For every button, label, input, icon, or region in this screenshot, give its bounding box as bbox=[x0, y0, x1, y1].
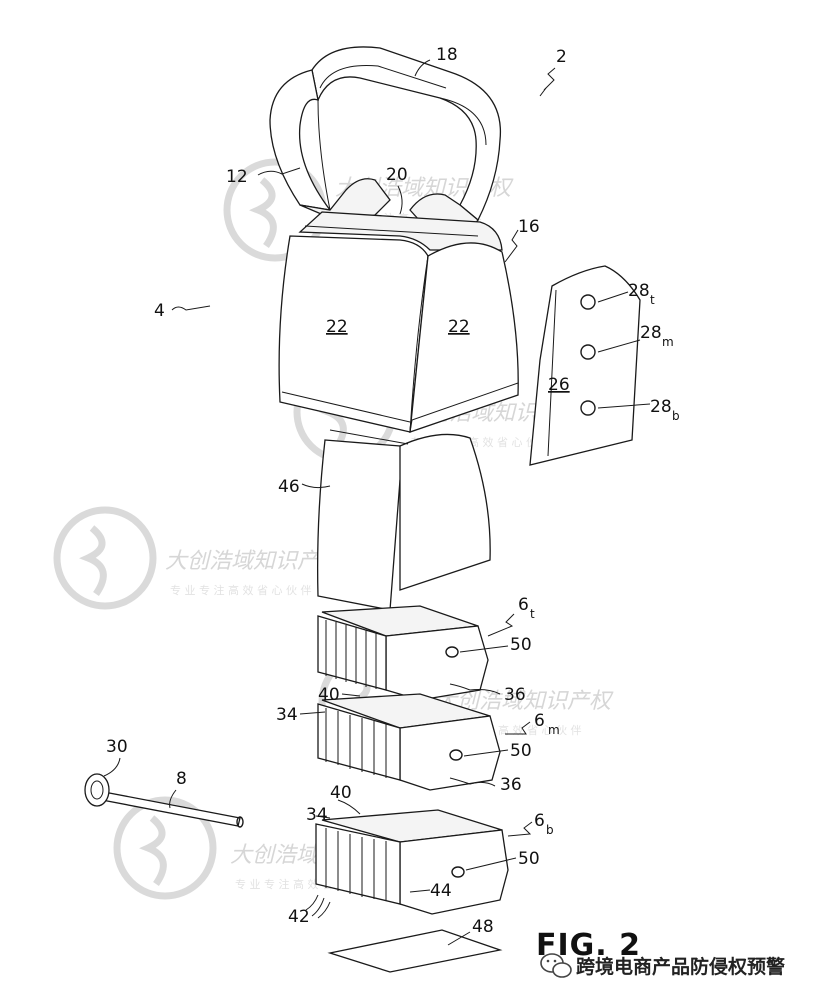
label-50-top: 50 bbox=[510, 635, 532, 655]
label-20: 20 bbox=[386, 165, 408, 185]
label-28t-sub: t bbox=[650, 293, 655, 307]
label-40-top: 40 bbox=[318, 685, 340, 705]
watermark-logo-icon bbox=[53, 506, 157, 610]
watermark-subtext: 专 业 专 注 高 效 省 心 伙 伴 bbox=[170, 583, 311, 597]
handle-part bbox=[269, 46, 502, 233]
footer-text: 跨境电商产品防侵权预警 bbox=[576, 955, 785, 978]
label-6m: 6 bbox=[534, 711, 545, 731]
label-28m-sub: m bbox=[662, 335, 674, 349]
label-6t: 6 bbox=[518, 595, 529, 615]
label-44: 44 bbox=[430, 881, 452, 901]
label-6b-sub: b bbox=[546, 823, 554, 837]
rod-part bbox=[84, 773, 244, 828]
label-36-middle: 36 bbox=[500, 775, 522, 795]
watermark-text: 大创浩域知识产权 bbox=[165, 549, 344, 574]
block-stack-top bbox=[317, 605, 489, 701]
block-stack-bottom-fins bbox=[325, 828, 387, 901]
watermark-logo-icon bbox=[113, 796, 217, 900]
label-28b-sub: b bbox=[672, 409, 680, 423]
block-stack-middle-fins bbox=[325, 708, 387, 778]
label-40-bottom: 40 bbox=[330, 783, 352, 803]
label-22-left: 22 bbox=[326, 317, 348, 337]
figure-caption: FIG. 2 bbox=[536, 928, 641, 963]
label-6m-sub: m bbox=[548, 723, 560, 737]
label-6b: 6 bbox=[534, 811, 545, 831]
label-28m: 28 bbox=[640, 323, 662, 343]
label-18: 18 bbox=[436, 45, 458, 65]
label-6t-sub: t bbox=[530, 607, 535, 621]
label-42: 42 bbox=[288, 907, 310, 927]
label-22-right: 22 bbox=[448, 317, 470, 337]
label-34-top: 34 bbox=[276, 705, 298, 725]
label-30: 30 bbox=[106, 737, 128, 757]
block-stack-bottom bbox=[315, 809, 509, 915]
label-2: 2 bbox=[556, 47, 567, 67]
label-4: 4 bbox=[154, 301, 165, 321]
label-34-bottom: 34 bbox=[306, 805, 328, 825]
label-50-middle: 50 bbox=[510, 741, 532, 761]
cap-part bbox=[278, 211, 519, 433]
block-stack-top-fins bbox=[325, 620, 377, 689]
label-28t: 28 bbox=[628, 281, 650, 301]
label-26: 26 bbox=[548, 375, 570, 395]
label-36-top: 36 bbox=[504, 685, 526, 705]
label-50-bottom: 50 bbox=[518, 849, 540, 869]
reference-labels: 18 2 12 20 16 4 22 22 26 28 t 28 m 28 b … bbox=[106, 45, 680, 937]
leader-lines bbox=[103, 59, 651, 946]
label-12: 12 bbox=[226, 167, 248, 187]
label-16: 16 bbox=[518, 217, 540, 237]
label-48: 48 bbox=[472, 917, 494, 937]
side-plate-part bbox=[529, 265, 641, 466]
label-28b: 28 bbox=[650, 397, 672, 417]
footer-badge: 跨境电商产品防侵权预警 bbox=[540, 953, 785, 978]
wechat-icon bbox=[540, 953, 572, 978]
base-plate-part bbox=[327, 929, 503, 973]
block-stack-middle bbox=[317, 693, 501, 791]
label-8: 8 bbox=[176, 769, 187, 789]
liner-part bbox=[316, 429, 491, 611]
label-46: 46 bbox=[278, 477, 300, 497]
